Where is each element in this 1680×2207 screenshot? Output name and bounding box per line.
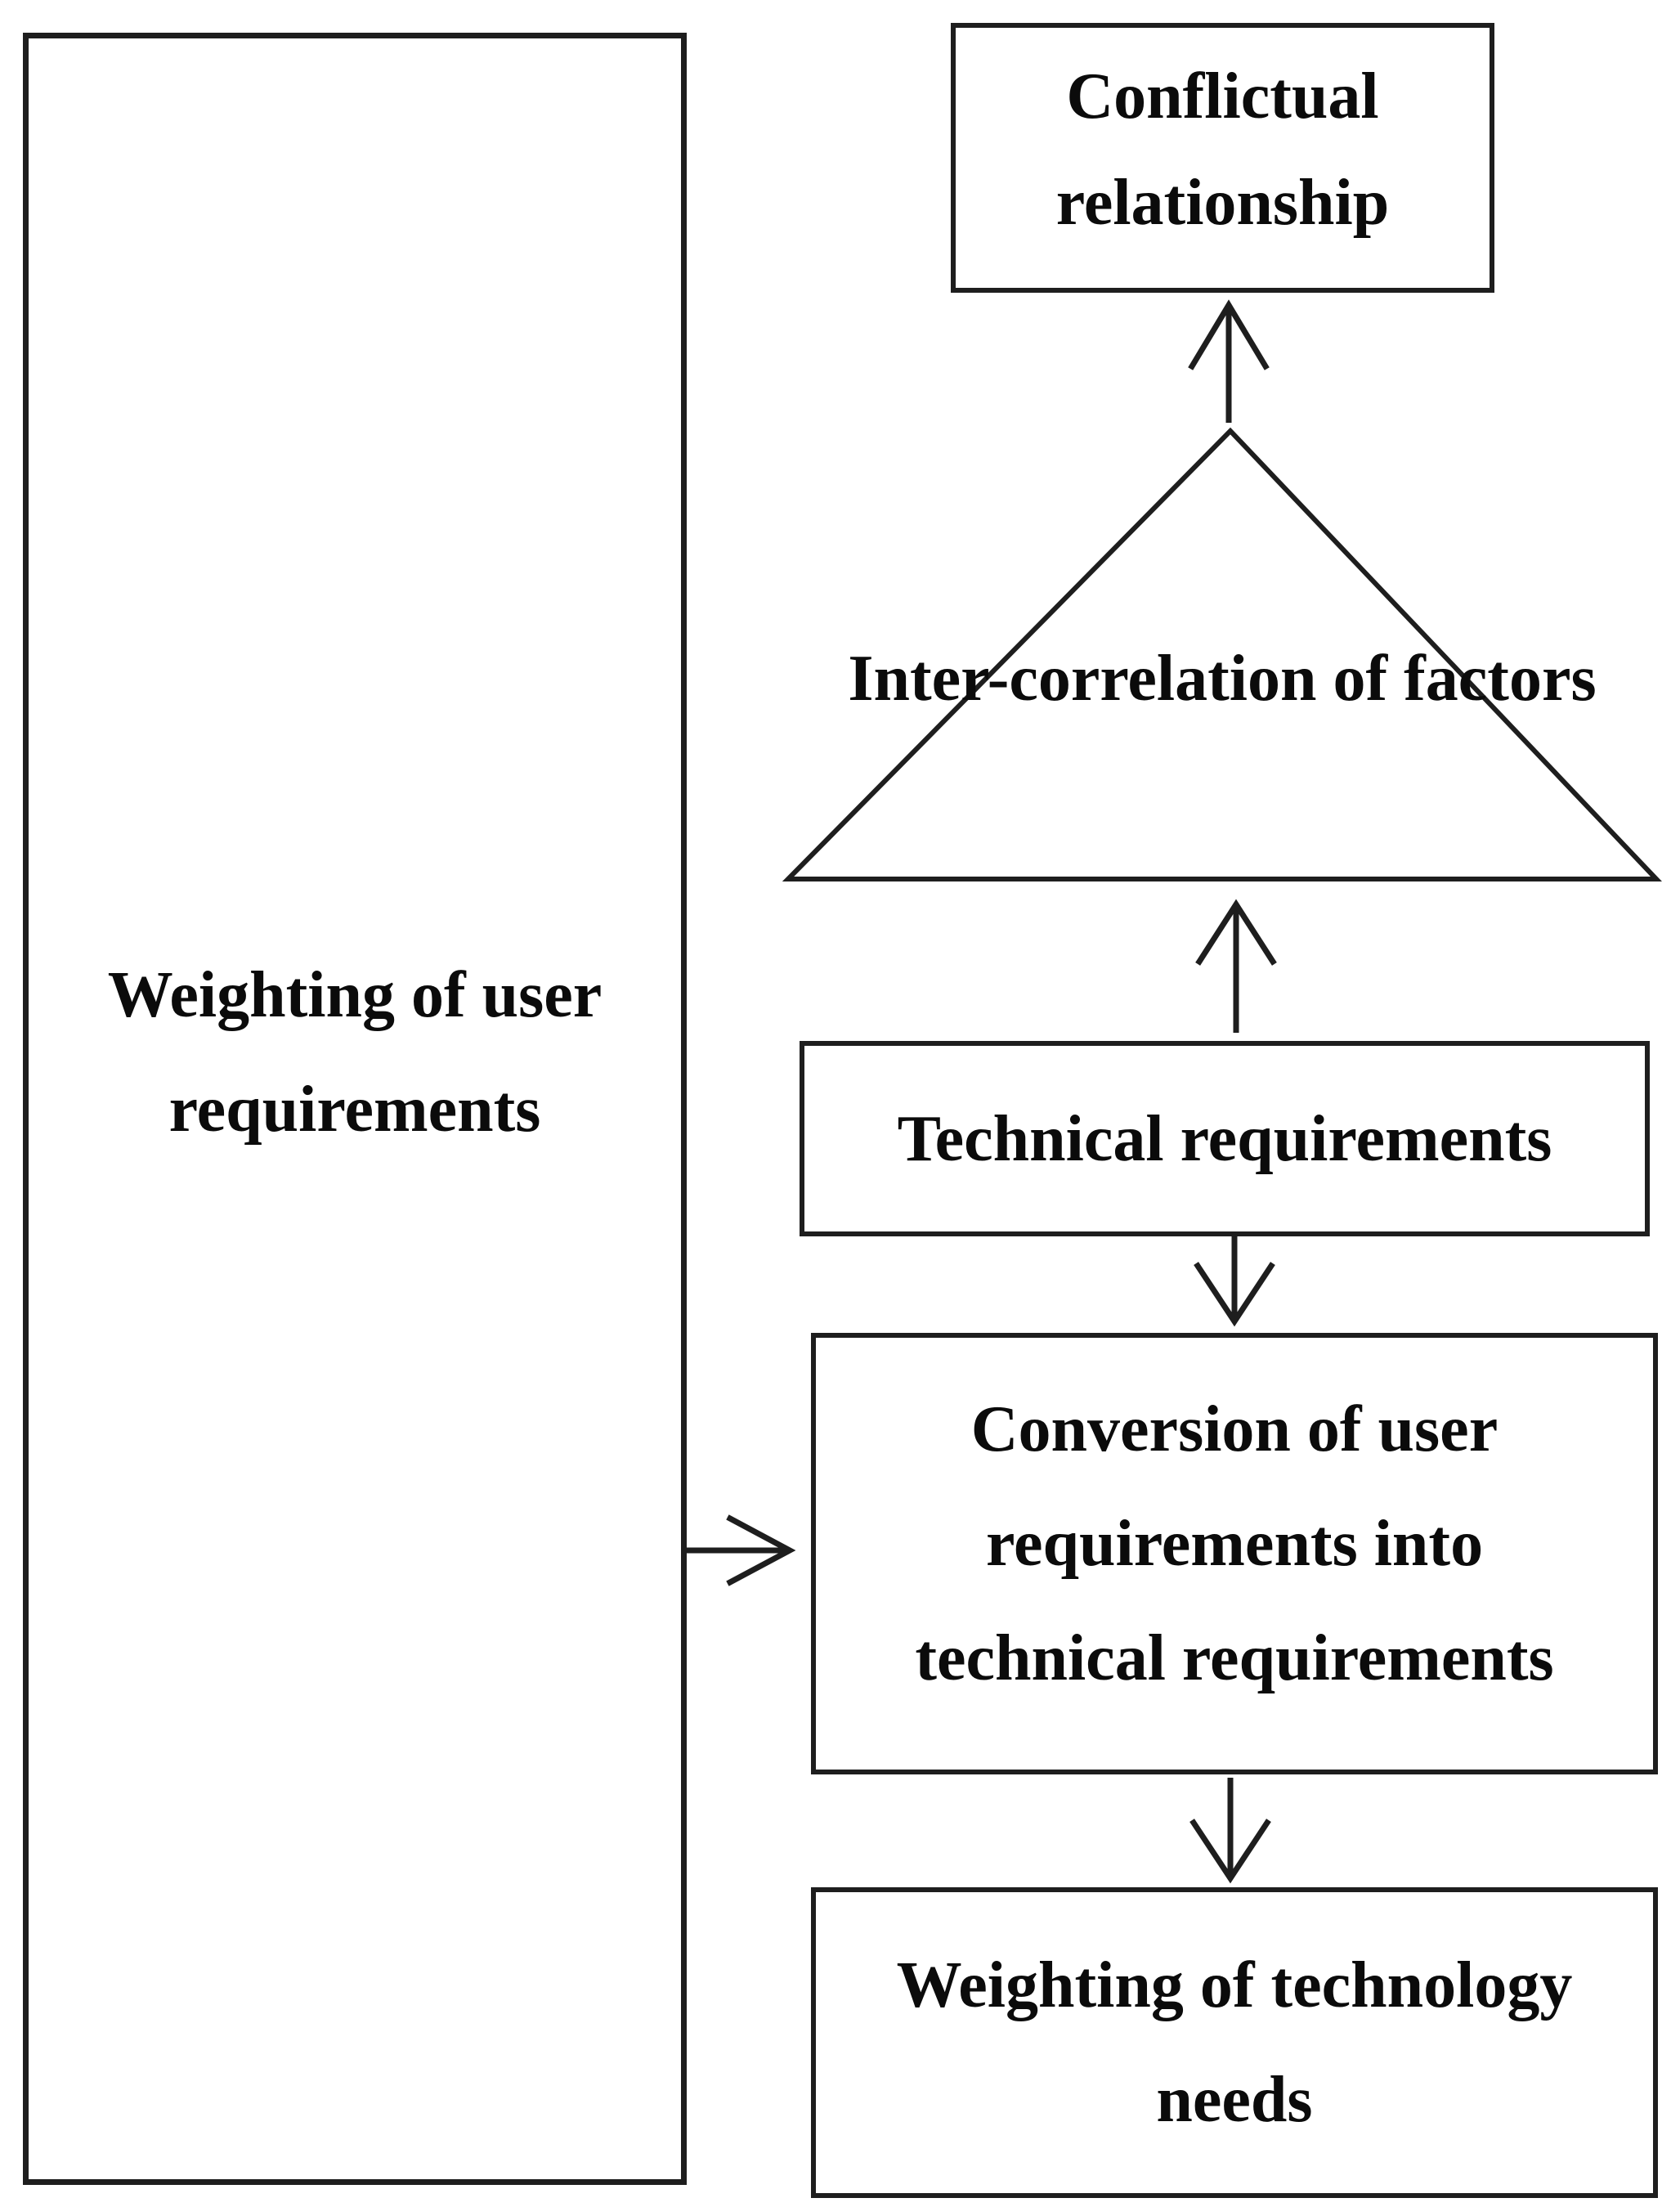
weighting-user-requirements-label: Weighting of user requirements — [29, 938, 681, 1167]
weighting-technology-needs-box: Weighting of technology needs — [811, 1887, 1658, 2198]
conflictual-relationship-box: Conflictual relationship — [951, 23, 1494, 293]
label-line: Technical requirements — [897, 1102, 1552, 1175]
arrow-right-leftpanel-to-conversion-icon — [677, 1514, 796, 1586]
arrow-down-conversion-to-weighting-icon — [1189, 1778, 1271, 1884]
label-line: relationship — [1055, 167, 1390, 239]
arrow-up-technical-to-triangle-icon — [1195, 899, 1277, 1033]
inter-correlation-triangle-shape — [782, 427, 1662, 881]
technical-requirements-box: Technical requirements — [800, 1041, 1650, 1236]
weighting-user-requirements-panel: Weighting of user requirements — [23, 33, 687, 2185]
label-line: technical requirements — [915, 1622, 1554, 1694]
arrow-down-technical-to-conversion-icon — [1194, 1236, 1275, 1327]
label-line: Weighting of technology — [896, 1949, 1573, 2021]
inter-correlation-triangle-label: Inter-correlation of factors — [788, 621, 1656, 736]
label-line: Inter-correlation — [848, 643, 1317, 715]
label-line: of factors — [1333, 643, 1597, 715]
arrow-up-triangle-to-conflictual-icon — [1188, 299, 1270, 423]
label-line: Conversion of user — [970, 1393, 1499, 1465]
label-line: requirements into — [985, 1508, 1484, 1580]
label-line: Conflictual — [1066, 61, 1379, 132]
label-line: needs — [1156, 2064, 1313, 2136]
conversion-box: Conversion of user requirements into tec… — [811, 1333, 1658, 1774]
label-line: requirements — [168, 1074, 541, 1146]
label-line: Weighting of user — [107, 959, 603, 1031]
